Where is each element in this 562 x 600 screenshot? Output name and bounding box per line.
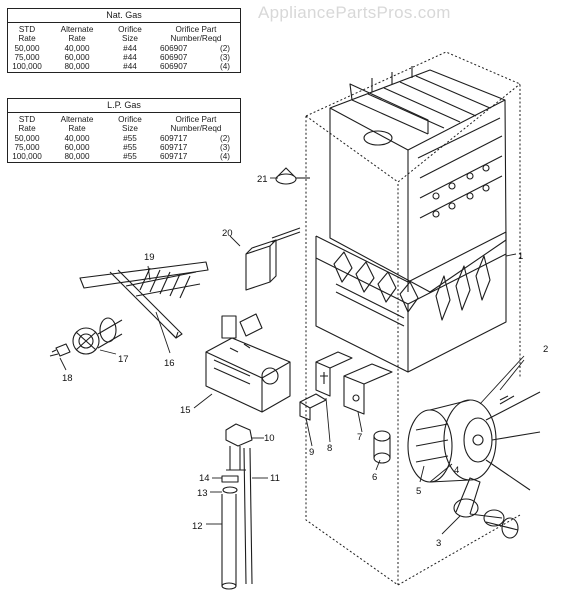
table-title: Nat. Gas (8, 9, 240, 23)
callout-6: 6 (372, 472, 377, 483)
pilot-burner (225, 423, 253, 471)
table-row: 75,000 60,000 #55 609717(3) (14, 143, 230, 153)
callout-9: 9 (309, 447, 314, 458)
callout-13: 13 (197, 488, 208, 499)
cabinet-outline (305, 51, 521, 586)
callout-15: 15 (180, 405, 191, 416)
pilot-tube (221, 475, 239, 590)
table-row: 100,000 80,000 #44 606907(4) (12, 62, 230, 72)
table-row: 100,000 80,000 #55 609717(4) (12, 152, 230, 162)
callout-4: 4 (454, 465, 459, 476)
callout-2: 2 (543, 344, 548, 355)
burner-face (72, 317, 123, 355)
pilot-safety-switch (245, 227, 301, 291)
callout-labels: 1 2 3 4 5 6 7 8 9 10 11 12 13 14 15 16 1… (62, 174, 548, 549)
callout-18: 18 (62, 373, 73, 384)
blower-assembly (407, 391, 541, 491)
callout-11: 11 (270, 473, 280, 484)
watermark: AppliancePartsPros.com (258, 3, 451, 22)
fan-control (315, 351, 353, 397)
table-title: L.P. Gas (8, 99, 240, 113)
orifice (49, 343, 71, 357)
gas-valve (205, 313, 291, 413)
callout-12: 12 (192, 521, 203, 532)
motor-mount (453, 477, 519, 539)
callout-5: 5 (416, 486, 421, 497)
thermocouple (243, 447, 253, 585)
relay (343, 363, 393, 415)
callout-7: 7 (357, 432, 362, 443)
heat-exchanger (315, 66, 507, 373)
table-row: 50,000 40,000 #44 606907(2) (14, 44, 230, 53)
capacitor (373, 430, 391, 464)
transformer (299, 393, 327, 421)
callout-21: 21 (257, 174, 268, 185)
callout-14: 14 (199, 473, 210, 484)
burner-manifold (79, 261, 209, 339)
callout-1: 1 (518, 251, 523, 262)
table-row: 75,000 60,000 #44 606907(3) (14, 53, 230, 63)
callout-19: 19 (144, 252, 155, 263)
callout-16: 16 (164, 358, 175, 369)
callout-10: 10 (264, 433, 275, 444)
callout-20: 20 (222, 228, 233, 239)
callout-3: 3 (436, 538, 441, 549)
limit-switch (275, 167, 310, 185)
leader-lines (59, 177, 525, 535)
table-row: 50,000 40,000 #55 609717(2) (14, 134, 230, 143)
callout-8: 8 (327, 443, 332, 454)
callout-17: 17 (118, 354, 129, 365)
